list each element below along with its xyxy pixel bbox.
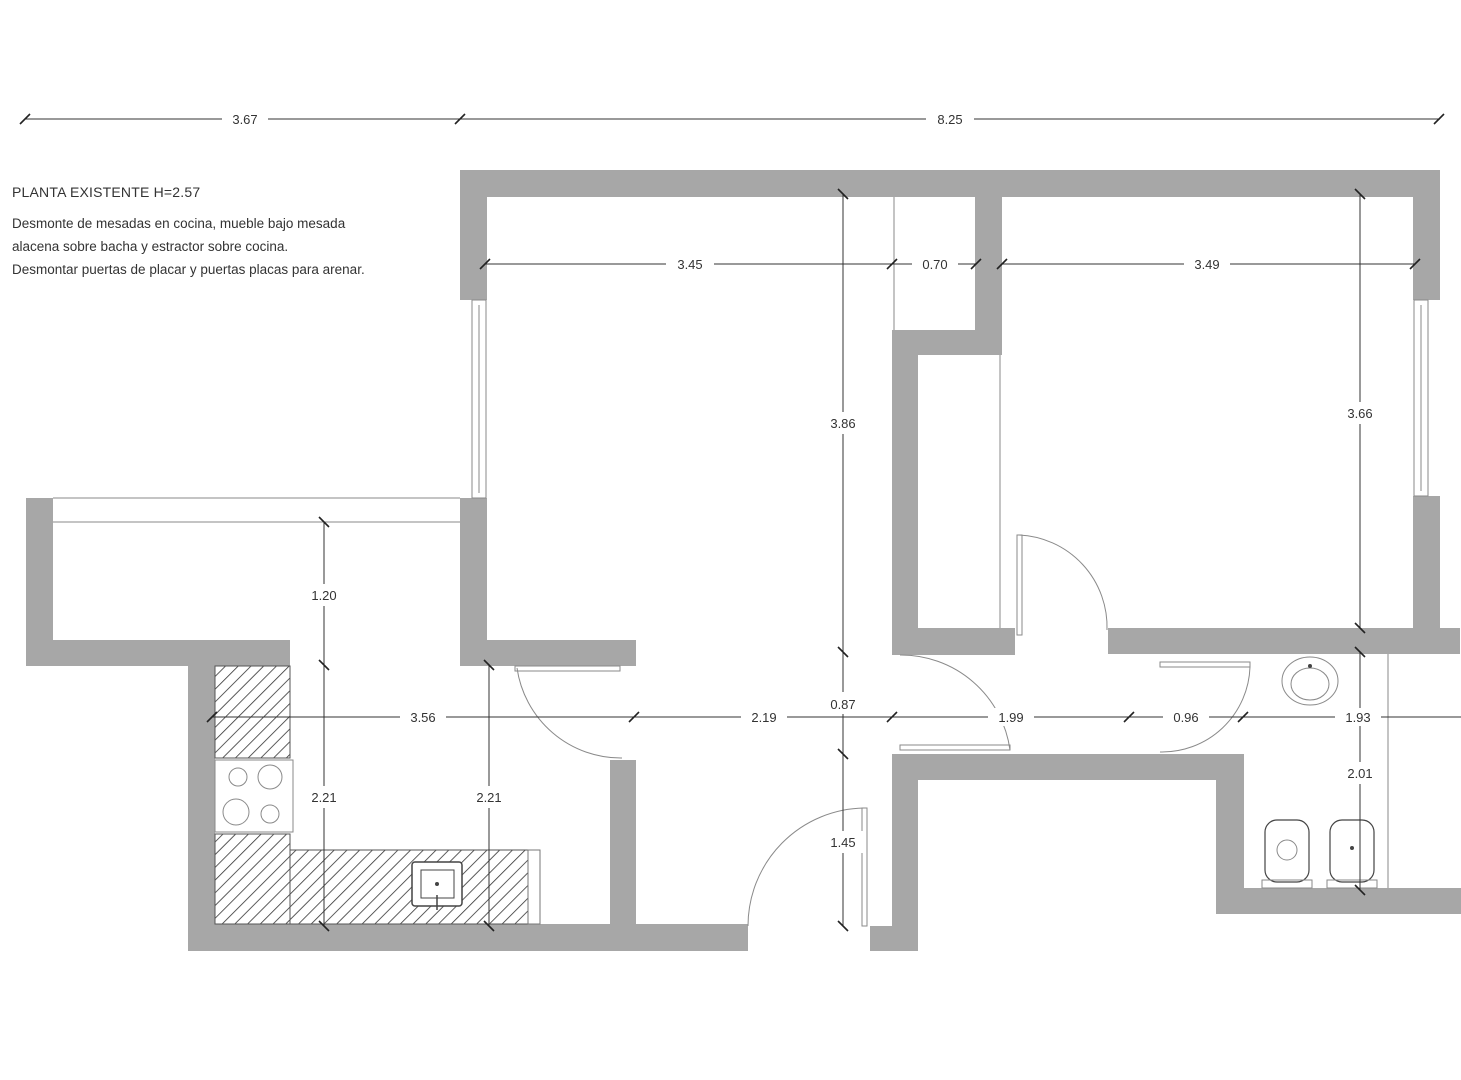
dim-label: 1.93 (1345, 710, 1370, 725)
dim-label: 2.21 (476, 790, 501, 805)
toilet-icon (1261, 819, 1313, 889)
dim-label: 8.25 (937, 112, 962, 127)
bathroom-fixtures (1261, 656, 1378, 889)
dim-label: 3.66 (1347, 406, 1372, 421)
washbasin-icon (1281, 656, 1339, 706)
dim-label: 0.70 (922, 257, 947, 272)
dim-label: 1.99 (998, 710, 1023, 725)
dim-label: 0.96 (1173, 710, 1198, 725)
dim-label: 1.45 (830, 835, 855, 850)
note-line: alacena sobre bacha y estractor sobre co… (12, 239, 289, 254)
dim-label: 2.21 (311, 790, 336, 805)
plan-title: PLANTA EXISTENTE H=2.57 (12, 184, 201, 200)
sink-icon (411, 861, 463, 910)
dim-label: 3.86 (830, 416, 855, 431)
dimension-labels: 3.67 8.25 3.45 0.70 3.49 3.86 3.66 1.20 … (222, 110, 1381, 853)
doors (514, 534, 1251, 927)
kitchen-fixtures (214, 665, 541, 925)
walls (26, 170, 1461, 951)
stove-icon (214, 759, 294, 833)
dim-label: 3.45 (677, 257, 702, 272)
dim-label: 3.56 (410, 710, 435, 725)
note-line: Desmonte de mesadas en cocina, mueble ba… (12, 216, 346, 231)
notes-block: PLANTA EXISTENTE H=2.57 Desmonte de mesa… (12, 184, 472, 281)
bidet-icon (1326, 819, 1378, 889)
dim-label: 3.67 (232, 112, 257, 127)
dim-label: 2.01 (1347, 766, 1372, 781)
note-line: Desmontar puertas de placar y puertas pl… (12, 262, 365, 277)
dim-label: 3.49 (1194, 257, 1219, 272)
dim-label: 1.20 (311, 588, 336, 603)
dim-label: 2.19 (751, 710, 776, 725)
dim-label: 0.87 (830, 697, 855, 712)
